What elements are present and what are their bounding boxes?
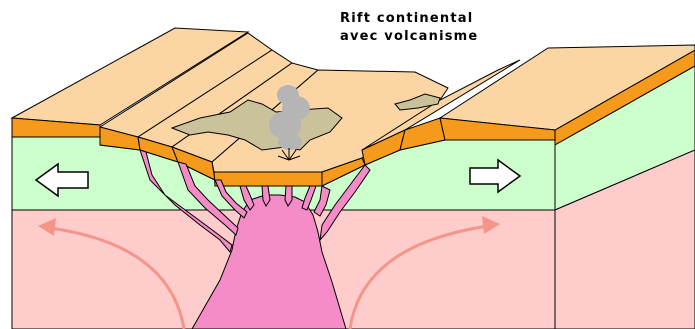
crust-strip-graben bbox=[214, 172, 322, 186]
diagram-caption: Rift continental avec volcanisme bbox=[340, 11, 478, 44]
caption-line-2: avec volcanisme bbox=[340, 29, 478, 44]
caption-line-1: Rift continental bbox=[340, 11, 473, 26]
